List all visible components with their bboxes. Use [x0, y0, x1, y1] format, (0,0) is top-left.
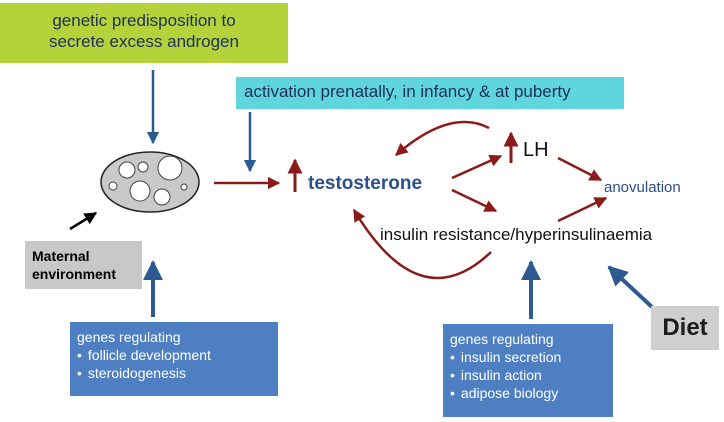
arrow-insulin-to-testosterone [352, 208, 492, 280]
arrow-maternal-to-ovary [69, 211, 98, 231]
genes-left-box: genes regulating follicle development st… [70, 322, 278, 396]
ovary-icon [100, 151, 200, 213]
genes-right-item: insulin secretion [450, 348, 613, 366]
arrow-diet-to-anovulation [607, 265, 654, 309]
activation-box: activation prenatally, in infancy & at p… [236, 77, 624, 109]
genetic-line-1: genetic predisposition to [52, 11, 236, 30]
genes-right-box: genes regulating insulin secretion insul… [443, 324, 613, 417]
genes-right-title: genes regulating [450, 331, 554, 347]
genes-left-item: follicle development [77, 346, 278, 364]
genes-right-item: adipose biology [450, 384, 613, 402]
lh-label: LH [523, 139, 549, 161]
arrow-testosterone-to-insulin [451, 188, 498, 213]
arrow-testosterone-to-lh [451, 154, 503, 180]
arrow-lh-to-testosterone [395, 120, 490, 156]
maternal-environment-box: Maternal environment [25, 241, 142, 289]
genes-right-item: insulin action [450, 366, 613, 384]
diet-box: Diet [651, 306, 719, 350]
arrow-lh-to-anovulation [557, 156, 603, 182]
genes-left-item: steroidogenesis [77, 364, 278, 382]
insulin-resistance-label: insulin resistance/hyperinsulinaemia [380, 225, 653, 244]
anovulation-label: anovulation [604, 179, 681, 196]
testosterone-label: testosterone [308, 173, 423, 194]
genetic-line-2: secrete excess androgen [49, 32, 239, 51]
genetic-predisposition-box: genetic predisposition to secrete excess… [0, 3, 288, 63]
maternal-line-2: environment [32, 266, 117, 282]
arrow-insulin-to-anovulation [557, 196, 608, 223]
maternal-line-1: Maternal [32, 248, 90, 264]
genes-left-title: genes regulating [77, 329, 181, 345]
